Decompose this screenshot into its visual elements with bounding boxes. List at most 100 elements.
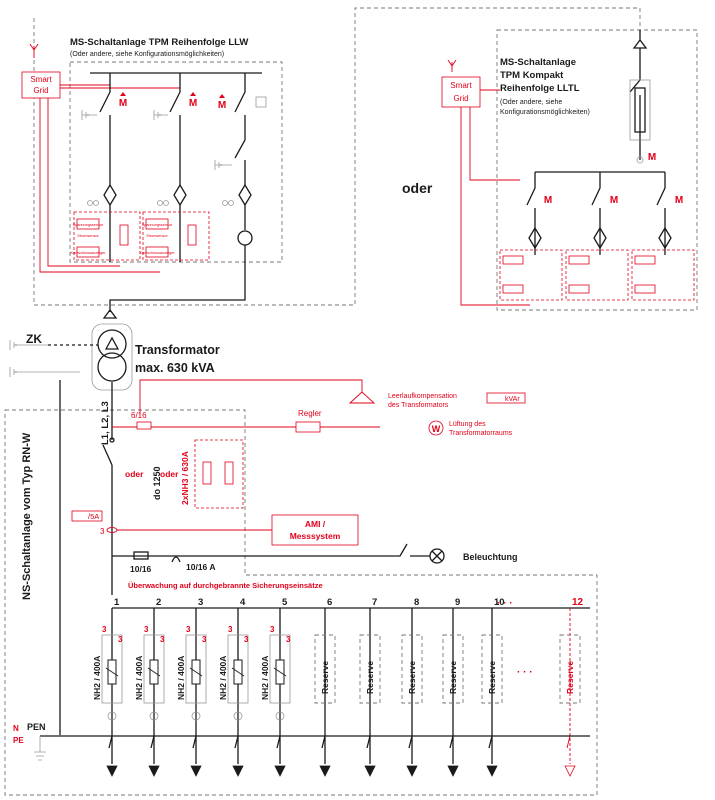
leerlauf-label-2: des Transformators: [388, 402, 449, 409]
ms-connection-frame: [33, 7, 641, 306]
feeder-label: Reserve: [365, 661, 375, 694]
leerlauf-label-1: Leerlaufkompensation: [388, 393, 457, 400]
ms-llw-panel: MS-Schaltanlage TPM Reihenfolge LLW (Ode…: [21, 37, 283, 312]
n-label: N: [13, 724, 19, 733]
fan-w-icon: [428, 420, 444, 436]
transformer-symbol: [91, 308, 133, 391]
oder-label-2: oder: [160, 469, 179, 479]
cable-end-icon: [232, 765, 244, 777]
zk-label: ZK: [26, 332, 42, 346]
feeder-label: NH2 / 400A: [218, 656, 228, 700]
svg-text:3: 3: [186, 625, 191, 634]
ms-llw-frame: [69, 61, 283, 263]
fuse-10-16-label: 10/16: [130, 564, 152, 574]
ns-vertical-title: NS-Schaltanlage vom Typ RN-W: [21, 432, 33, 600]
feeder-number: 5: [282, 597, 288, 608]
sensor-group-bay1: Spannungssensor Stromsensor Kurzschlussa…: [70, 211, 141, 261]
feeder-label: NH2 / 400A: [92, 656, 102, 700]
earth-symbols-llw: [81, 110, 232, 170]
lueftung-label-1: Lüftung des: [449, 421, 486, 428]
svg-text:3: 3: [144, 625, 149, 634]
smart-grid-wires-left: [39, 84, 180, 273]
breaker-rating: do 1250: [152, 466, 162, 500]
cable-end-icon: [447, 765, 459, 777]
antenna-icon: [447, 59, 457, 72]
svg-text:M: M: [119, 98, 127, 109]
sensor-groups-lltl: [499, 249, 695, 301]
feeder-dots-mid: · · ·: [517, 667, 533, 678]
svg-text:M: M: [610, 195, 618, 206]
uberspannungsschutz-box: [119, 224, 129, 246]
nh3-fuse-group: [194, 439, 244, 509]
cable-end-icon: [106, 765, 118, 777]
phases-label: L1, L2, L3: [100, 401, 111, 445]
feeder-number: 12: [572, 597, 584, 608]
svg-text:W: W: [432, 424, 441, 434]
cable-end-icon: [274, 765, 286, 777]
svg-text:3: 3: [100, 527, 105, 536]
ms-lltl-frame: [496, 29, 698, 311]
svg-text:Spannungssensor: Spannungssensor: [142, 223, 173, 227]
svg-text:M: M: [544, 195, 552, 206]
ms-lltl-title-2: TPM Kompakt: [500, 70, 564, 81]
earth-symbols-zk: [9, 340, 80, 377]
feeder-label: Reserve: [487, 661, 497, 694]
pe-label: PE: [13, 736, 24, 745]
sensor-group-bay2: Spannungssensor Stromsensor Kurzschlussa…: [139, 211, 210, 261]
svg-text:3: 3: [286, 635, 291, 644]
svg-text:3: 3: [270, 625, 275, 634]
ami-box: [271, 514, 359, 546]
cable-end-icon: [148, 765, 160, 777]
fuse-6-16-label: 6/16: [131, 411, 147, 420]
fuse-6-16: [136, 421, 152, 430]
fuse-10-16-a-label: 10/16 A: [186, 562, 215, 572]
lueftung-label-2: Transformatorraums: [449, 430, 513, 437]
svg-text:Kurzschlussanzeiger: Kurzschlussanzeiger: [139, 251, 175, 255]
ms-lltl-bays: [526, 172, 672, 255]
ct-label: /5A: [88, 512, 99, 521]
fuse-10-16: [133, 551, 149, 560]
lamp-icon: [429, 548, 445, 564]
feeder-label: NH2 / 400A: [134, 656, 144, 700]
feeder-label: NH2 / 400A: [176, 656, 186, 700]
antenna-icon: [29, 43, 39, 58]
nh3-rating: 2xNH3 / 630A: [180, 451, 190, 505]
cable-termination-llw: [87, 183, 253, 312]
smart-grid-label-line1: Smart: [30, 75, 52, 84]
cable-end-icon: [406, 765, 418, 777]
regler-box: [295, 421, 321, 433]
monitoring-label: Überwachung auf durchgebrannte Sicherung…: [128, 581, 323, 590]
feeder-number: 7: [372, 597, 377, 608]
svg-text:Kurzschlussanzeiger: Kurzschlussanzeiger: [70, 251, 106, 255]
pen-label: PEN: [27, 722, 46, 732]
feeder-label: Reserve: [320, 661, 330, 694]
svg-text:Spannungssensor: Spannungssensor: [73, 223, 104, 227]
transformer-label-1: Transformator: [135, 343, 220, 357]
feeder-number: 1: [114, 597, 120, 608]
earth-symbol-pen: [34, 736, 46, 761]
feeder-dots-top: · · ·: [497, 598, 513, 609]
svg-text:M: M: [218, 100, 226, 111]
svg-text:M: M: [189, 98, 197, 109]
svg-text:Stromsensor: Stromsensor: [77, 234, 99, 238]
ms-llw-bays: [99, 73, 246, 185]
ns-frame: [4, 409, 598, 796]
cable-end-icon: [190, 765, 202, 777]
svg-text:Grid: Grid: [453, 94, 468, 103]
feeder-number: 6: [327, 597, 332, 608]
svg-text:3: 3: [160, 635, 165, 644]
ms-lltl-subtitle-1: (Oder andere, siehe: [500, 99, 562, 106]
svg-text:3: 3: [228, 625, 233, 634]
transformer-label-2: max. 630 kVA: [135, 361, 215, 375]
smart-grid-label-line2: Grid: [33, 86, 48, 95]
kvar-box: [486, 392, 526, 404]
